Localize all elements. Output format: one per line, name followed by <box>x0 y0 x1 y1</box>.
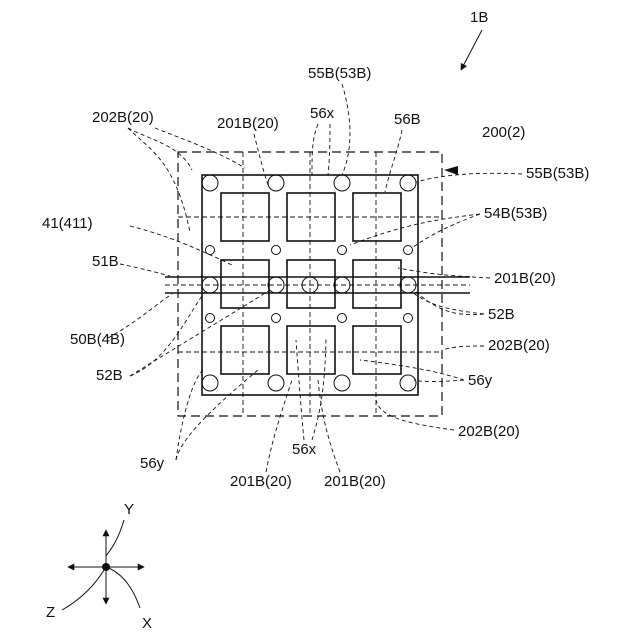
label-202b-bottom: 202B(20) <box>458 423 520 440</box>
chip-square-r1c3 <box>353 193 401 241</box>
chip-square-r2c1 <box>221 260 269 308</box>
axis-label-z: Z <box>46 604 55 621</box>
label-55b-top: 55B(53B) <box>308 65 371 82</box>
chip-square-r3c3 <box>353 326 401 374</box>
chip-square-r2c2 <box>287 260 335 308</box>
label-41: 41(411) <box>42 215 93 232</box>
axis-indicator <box>62 520 144 610</box>
figure-arrow <box>461 30 482 70</box>
pad-circles-large <box>202 175 416 391</box>
label-56y-left: 56y <box>140 455 165 472</box>
label-55b-right: 55B(53B) <box>526 165 589 182</box>
label-200: 200(2) <box>482 124 525 141</box>
label-202b-top: 202B(20) <box>92 109 154 126</box>
pad-circles-small <box>206 246 413 323</box>
label-56x-top: 56x <box>310 105 335 122</box>
axis-label-y: Y <box>124 501 134 518</box>
figure-label: 1B <box>470 9 488 26</box>
chip-square-r3c1 <box>221 326 269 374</box>
label-201b-bottom-right: 201B(20) <box>324 473 386 490</box>
label-52b-right: 52B <box>488 306 515 323</box>
label-52b-left: 52B <box>96 367 123 384</box>
label-56b: 56B <box>394 111 421 128</box>
y-axis-leader <box>106 520 124 556</box>
label-56x-bottom: 56x <box>292 441 317 458</box>
label-201b-bottom-left: 201B(20) <box>230 473 292 490</box>
label-201b-right: 201B(20) <box>494 270 556 287</box>
frame-200-arrowhead <box>444 166 458 175</box>
label-51b: 51B <box>92 253 119 270</box>
label-202b-right: 202B(20) <box>488 337 550 354</box>
label-201b-top: 201B(20) <box>217 115 279 132</box>
leader-lines <box>108 84 522 472</box>
chip-square-r2c3 <box>353 260 401 308</box>
x-axis-leader <box>106 567 140 608</box>
label-56y-right: 56y <box>468 372 493 389</box>
z-axis-leader <box>62 570 104 610</box>
label-50b: 50B(4B) <box>70 331 125 348</box>
label-54b: 54B(53B) <box>484 205 547 222</box>
chip-square-r3c2 <box>287 326 335 374</box>
axis-label-x: X <box>142 615 152 632</box>
